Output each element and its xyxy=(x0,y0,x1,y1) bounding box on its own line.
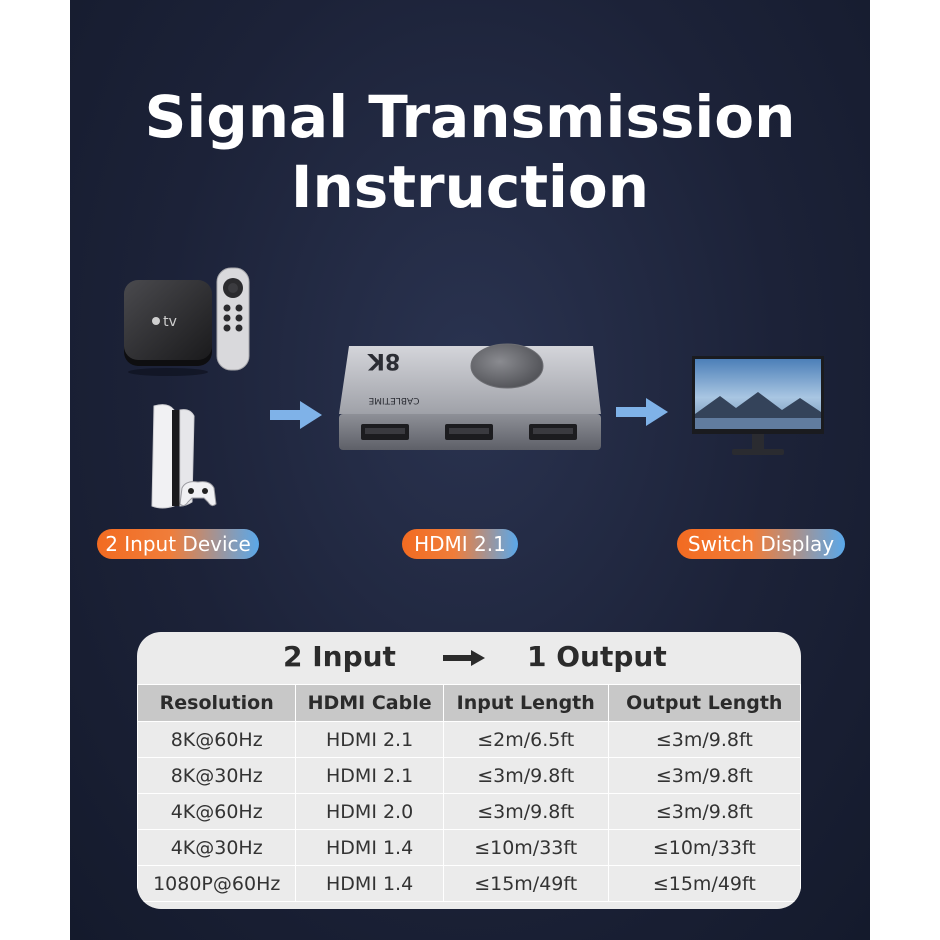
arrow-right-icon xyxy=(270,401,322,429)
table-cell: ≤3m/9.8ft xyxy=(607,721,801,758)
table-cell: ≤15m/49ft xyxy=(442,865,609,902)
table-cell: ≤10m/33ft xyxy=(607,829,801,866)
table-cell: 4K@60Hz xyxy=(137,793,297,830)
switch-display-label: Switch Display xyxy=(677,529,845,559)
table-cell: ≤15m/49ft xyxy=(607,865,801,902)
banner: Signal Transmission Instruction tv xyxy=(70,0,870,940)
table-row: 8K@30Hz HDMI 2.1 ≤3m/9.8ft ≤3m/9.8ft xyxy=(137,757,801,794)
hdmi-port xyxy=(445,424,493,440)
controller-icon xyxy=(179,481,217,507)
table-cell: HDMI 2.1 xyxy=(295,721,444,758)
table-cell: 1080P@60Hz xyxy=(137,865,297,902)
svg-text:tv: tv xyxy=(163,314,177,330)
device-model-label: 8K xyxy=(367,348,401,373)
column-header: HDMI Cable xyxy=(295,684,444,722)
device-brand-label: CABLETIME xyxy=(368,395,420,405)
arrow-right-icon xyxy=(443,650,485,666)
column-header: Resolution xyxy=(137,684,297,722)
table-cell: HDMI 1.4 xyxy=(295,865,444,902)
table-row: 1080P@60Hz HDMI 1.4 ≤15m/49ft ≤15m/49ft xyxy=(137,865,801,902)
table-cell: ≤3m/9.8ft xyxy=(442,793,609,830)
hdmi-port xyxy=(361,424,409,440)
io-header: 2 Input 1 Output xyxy=(137,632,801,684)
arrow-right-icon xyxy=(616,398,668,426)
table-cell: ≤3m/9.8ft xyxy=(607,793,801,830)
input-count-label: 2 Input xyxy=(283,640,396,673)
spec-table: Resolution HDMI Cable Input Length Outpu… xyxy=(137,684,801,902)
spec-table-card: 2 Input 1 Output Resolution HDMI Cable I… xyxy=(137,632,801,909)
monitor-icon xyxy=(692,356,824,455)
column-header: Input Length xyxy=(442,684,609,722)
table-cell: HDMI 1.4 xyxy=(295,829,444,866)
output-count-label: 1 Output xyxy=(527,640,667,673)
table-cell: 8K@30Hz xyxy=(137,757,297,794)
table-row: 4K@30Hz HDMI 1.4 ≤10m/33ft ≤10m/33ft xyxy=(137,829,801,866)
table-cell: HDMI 2.1 xyxy=(295,757,444,794)
table-cell: 8K@60Hz xyxy=(137,721,297,758)
table-row: 8K@60Hz HDMI 2.1 ≤2m/6.5ft ≤3m/9.8ft xyxy=(137,721,801,758)
remote-icon xyxy=(216,267,250,371)
hdmi-switch-icon xyxy=(339,343,601,450)
hdmi-version-label: HDMI 2.1 xyxy=(402,529,518,559)
table-cell: HDMI 2.0 xyxy=(295,793,444,830)
table-cell: ≤3m/9.8ft xyxy=(607,757,801,794)
title-line-2: Instruction xyxy=(290,153,650,221)
column-header: Output Length xyxy=(607,684,801,722)
table-cell: ≤2m/6.5ft xyxy=(442,721,609,758)
table-row: 4K@60Hz HDMI 2.0 ≤3m/9.8ft ≤3m/9.8ft xyxy=(137,793,801,830)
apple-tv-icon: tv xyxy=(124,280,212,376)
table-cell: ≤10m/33ft xyxy=(442,829,609,866)
title-line-1: Signal Transmission xyxy=(144,83,796,151)
table-cell: 4K@30Hz xyxy=(137,829,297,866)
input-device-label: 2 Input Device xyxy=(97,529,259,559)
hdmi-port xyxy=(529,424,577,440)
table-cell: ≤3m/9.8ft xyxy=(442,757,609,794)
table-header-row: Resolution HDMI Cable Input Length Outpu… xyxy=(137,684,801,722)
